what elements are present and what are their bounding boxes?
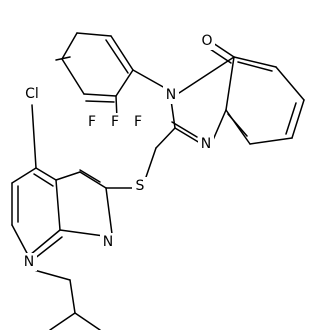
- bond-46: [69, 279, 76, 314]
- bond-35: [31, 104, 37, 169]
- bond-18: [105, 39, 129, 74]
- bond-4: [285, 102, 297, 135]
- quinazoline-n-b-label: N: [103, 234, 113, 250]
- bond-40: [55, 179, 61, 231]
- n1-label: N: [201, 136, 211, 152]
- atom-quinazoline-n-lower-left: N: [21, 253, 37, 271]
- bond-36: [11, 167, 37, 184]
- bond-41: [29, 229, 61, 256]
- bond-28: [144, 147, 157, 181]
- bond-3: [291, 99, 305, 139]
- bond-32: [55, 171, 81, 181]
- bond-17: [110, 35, 134, 71]
- bond-21: [55, 56, 71, 61]
- bond-34: [33, 173, 54, 187]
- bond-30: [79, 171, 107, 189]
- bond-23: [83, 93, 117, 97]
- fluorine-3-label: F: [134, 114, 142, 130]
- bond-20: [61, 32, 78, 60]
- bond-42: [33, 236, 63, 260]
- sulfur-label: S: [136, 178, 145, 194]
- bond-5: [249, 137, 293, 145]
- bond-14: [171, 121, 198, 138]
- bond-39: [11, 224, 29, 256]
- bond-1: [237, 61, 273, 72]
- bond-15: [170, 99, 176, 129]
- bond-43: [59, 229, 105, 237]
- atom-n1: N: [198, 135, 214, 153]
- n3-label: N: [166, 87, 176, 103]
- bond-22: [61, 58, 85, 95]
- bond-16: [132, 69, 166, 89]
- atom-oxygen: O: [199, 32, 215, 50]
- bond-27: [155, 127, 176, 149]
- atom-quinazoline-n-lower-right: N: [100, 233, 116, 251]
- bond-48: [74, 312, 101, 330]
- fluorine-1-label: F: [88, 114, 96, 130]
- bond-12: [212, 109, 227, 141]
- bond-19: [76, 32, 112, 37]
- atom-sulfur: S: [132, 177, 148, 195]
- fluorine-2-label: F: [111, 114, 119, 130]
- bond-0: [233, 56, 277, 68]
- atom-fluorine-3: F: [131, 113, 145, 131]
- bond-45: [33, 269, 71, 281]
- atom-fluorine-2: F: [108, 113, 122, 131]
- bond-31: [79, 169, 101, 183]
- bond-13: [174, 127, 201, 144]
- bond-25: [115, 69, 134, 97]
- bond-11: [178, 56, 235, 94]
- bond-8: [225, 56, 235, 111]
- chlorine-label: Cl: [25, 86, 39, 102]
- bond-2: [275, 66, 305, 101]
- quinazoline-n-a-label: N: [24, 254, 34, 270]
- atom-chlorine: Cl: [20, 85, 44, 103]
- oxygen-label: O: [201, 33, 212, 49]
- atom-labels-layer: O N N Cl S F F F: [20, 32, 215, 271]
- bond-33: [35, 167, 57, 181]
- bond-24: [85, 100, 115, 103]
- bond-7: [227, 113, 248, 137]
- bond-47: [49, 312, 76, 330]
- bonds-layer: [11, 32, 305, 330]
- atom-n3: N: [163, 86, 179, 104]
- bond-44: [105, 187, 113, 235]
- atom-fluorine-1: F: [85, 113, 99, 131]
